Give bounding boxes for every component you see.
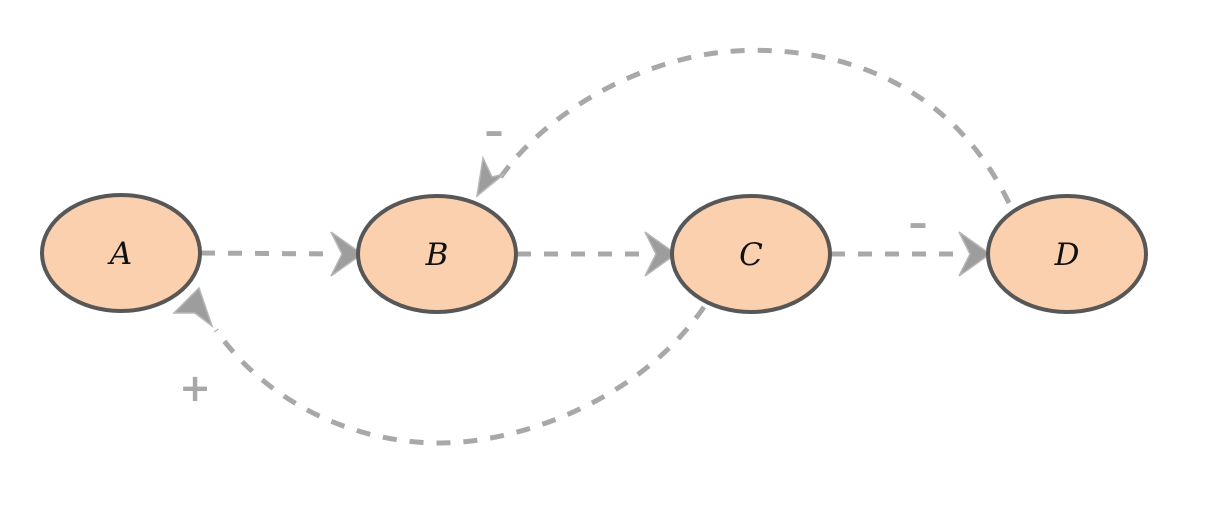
edge-b-to-c-arrowhead: [644, 231, 678, 277]
node-a-shape: [40, 193, 202, 313]
edge-c-to-d[interactable]: [831, 231, 992, 277]
node-a[interactable]: A: [40, 193, 202, 313]
edge-c-to-a[interactable]: [172, 286, 707, 446]
edge-a-to-b-line: [200, 250, 337, 257]
node-c-shape: [670, 194, 832, 314]
node-c[interactable]: C: [670, 194, 832, 314]
edge-sign-minus-d-to-b: –: [485, 109, 504, 153]
node-a-label: A: [107, 236, 132, 272]
edge-c-to-a-arrowhead: [172, 286, 214, 329]
node-c-label: C: [739, 237, 763, 273]
edge-sign-plus-c-to-a: +: [179, 366, 211, 410]
edge-c-to-d-arrowhead: [958, 231, 992, 277]
node-b[interactable]: B: [356, 194, 518, 314]
edge-a-to-b-arrowhead: [330, 231, 364, 277]
edge-b-to-c[interactable]: [517, 231, 678, 277]
edge-c-to-a-arc: [213, 305, 707, 446]
node-b-label: B: [425, 237, 449, 273]
edge-d-to-b[interactable]: [475, 47, 1012, 205]
node-d-shape: [986, 194, 1148, 314]
edge-a-to-b[interactable]: [200, 231, 364, 277]
edge-sign-minus-c-to-d: –: [909, 201, 928, 245]
edge-d-to-b-arrowhead: [475, 155, 505, 198]
edge-d-to-b-arc: [497, 47, 1012, 205]
node-d[interactable]: D: [986, 194, 1148, 314]
node-b-shape: [356, 194, 518, 314]
node-d-label: D: [1054, 237, 1080, 273]
